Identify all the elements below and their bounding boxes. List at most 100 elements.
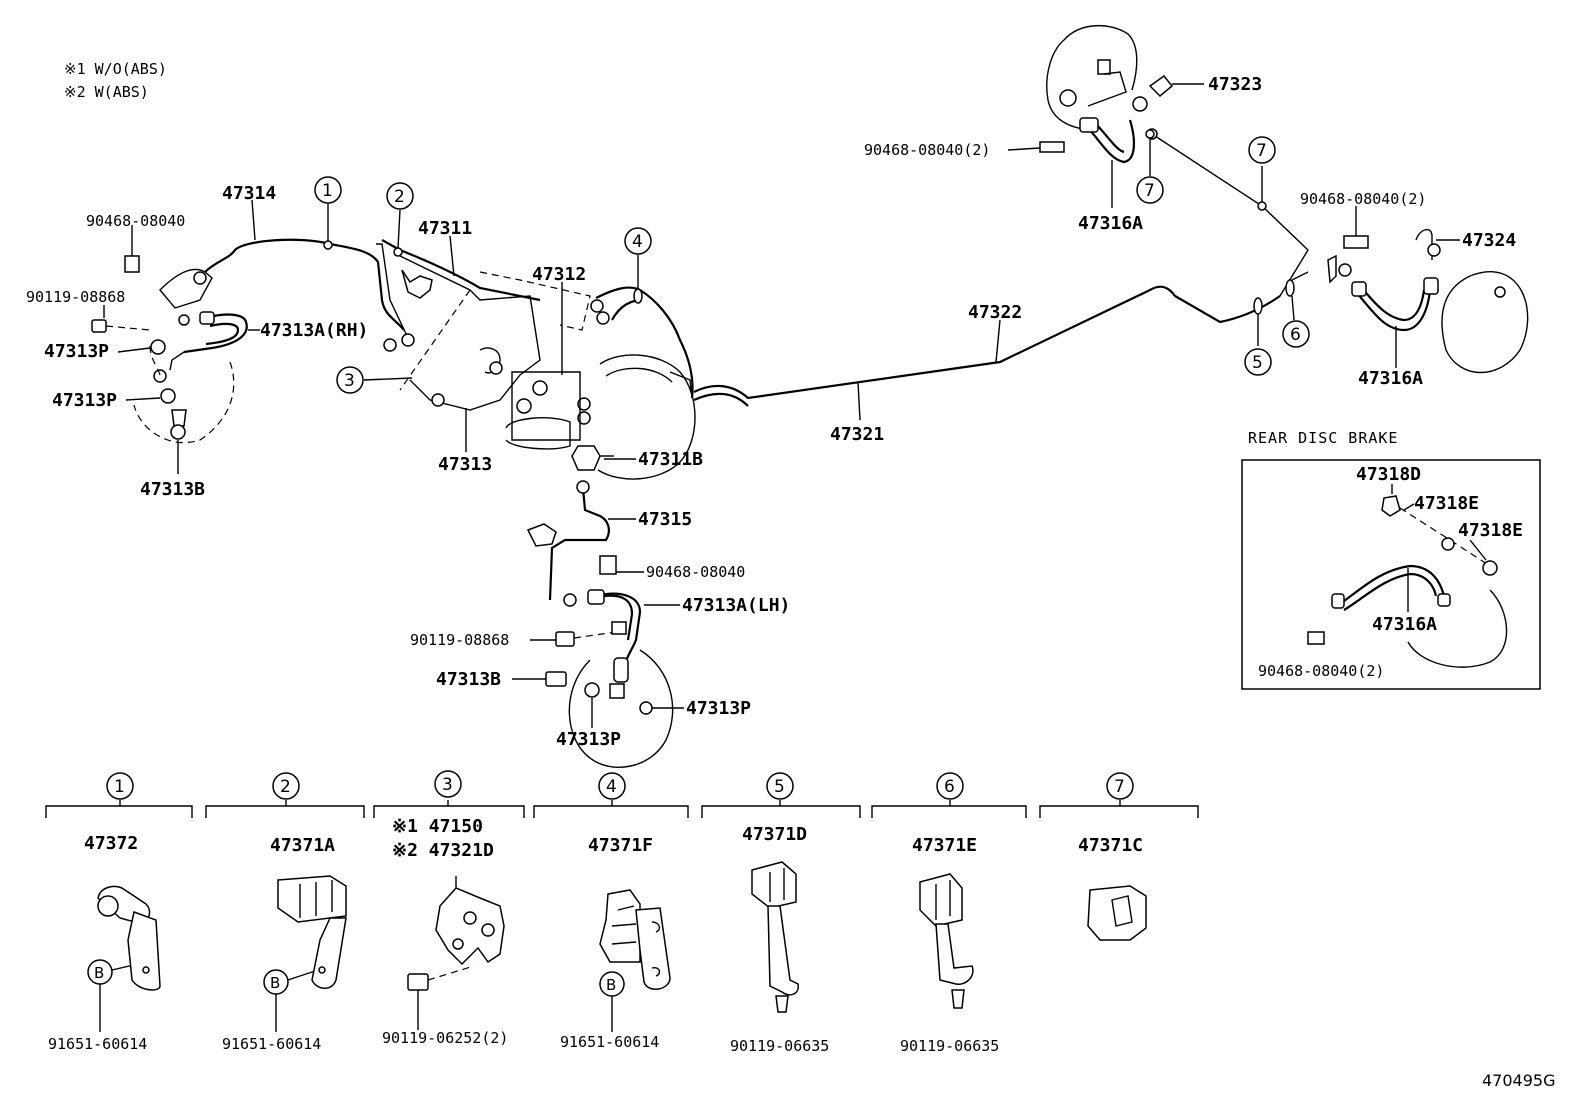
label-47313: 47313 — [438, 454, 492, 475]
lh-side-fittings — [526, 523, 674, 768]
clamp-part-47371f: 47371F — [588, 835, 653, 856]
rear-disc-frame — [1241, 459, 1541, 690]
callout-2: 2 — [394, 187, 405, 207]
callout-4: 4 — [632, 232, 643, 252]
clamp-callout-6: 6 — [944, 777, 955, 797]
clamp-part-47321d: ※2 47321D — [392, 840, 494, 861]
label-47313p-lh-a: 47313P — [686, 698, 751, 719]
label-47311: 47311 — [418, 218, 472, 239]
clamp-callout-7: 7 — [1114, 777, 1125, 797]
clamp-47371a-shape — [277, 875, 347, 923]
label-47313p-rh-b: 47313P — [52, 390, 117, 411]
clamp-47371e-shape — [919, 873, 963, 927]
label-47318e-b: 47318E — [1458, 520, 1523, 541]
label-90119-08868-lh: 90119-08868 — [410, 631, 509, 649]
rear-disc-title: REAR DISC BRAKE — [1248, 429, 1398, 447]
master-cylinder-mount — [376, 243, 591, 411]
label-90468-inset: 90468-08040(2) — [1258, 662, 1384, 680]
note-wo-abs: ※1 W/O(ABS) — [64, 60, 167, 78]
pin-47313p-lh-a — [584, 682, 600, 698]
rear-left-hub — [1039, 24, 1174, 164]
label-47313a-lh: 47313A(LH) — [682, 595, 790, 616]
clamp-callout-2: 2 — [280, 777, 291, 797]
fitting-47311b — [571, 445, 601, 471]
clamp-part-47371c: 47371C — [1078, 835, 1143, 856]
label-47324: 47324 — [1462, 230, 1516, 251]
bolt-90119-rh — [91, 319, 107, 333]
clip-90468-rh — [124, 255, 140, 273]
pin-47313p-rh-a — [150, 339, 166, 355]
part-labels: 47314 47311 47312 90468-08040 90119-0886… — [26, 74, 1516, 750]
label-47315: 47315 — [638, 509, 692, 530]
clamp-47371d-shape — [751, 861, 797, 909]
label-47313b-rh: 47313B — [140, 479, 205, 500]
clip-90468-lh — [599, 555, 617, 575]
label-47314: 47314 — [222, 183, 276, 204]
hose-47313a-rh — [169, 311, 248, 371]
brake-tubes — [204, 133, 1309, 677]
callout-7-a: 7 — [1144, 181, 1155, 201]
label-47316a-inset: 47316A — [1372, 614, 1437, 635]
master-cylinder-fittings — [383, 269, 614, 494]
pin-47313p-lh-b — [639, 701, 653, 715]
rear-right-hub — [1327, 229, 1529, 374]
ref-b-1: B — [94, 964, 104, 982]
label-47312: 47312 — [532, 264, 586, 285]
pin-47313p-rh-b — [160, 388, 176, 404]
clamp-bolt-6: 90119-06635 — [900, 1037, 999, 1055]
clamp-bolt-2: 91651-60614 — [222, 1035, 321, 1053]
clamp-callout-4: 4 — [606, 777, 617, 797]
bolt-90119-lh — [555, 631, 575, 647]
label-47322: 47322 — [968, 302, 1022, 323]
label-47313p-lh-b: 47313P — [556, 729, 621, 750]
rh-knuckle-outline — [133, 361, 235, 444]
clamp-part-47371a: 47371A — [270, 835, 335, 856]
clamp-47371c-shape — [1087, 885, 1147, 941]
rh-side-fittings — [91, 255, 213, 440]
label-47318e-a: 47318E — [1414, 493, 1479, 514]
clamp-part-47150: ※1 47150 — [392, 816, 483, 837]
tube-callout-markers — [323, 129, 1295, 381]
label-47313b-lh: 47313B — [436, 669, 501, 690]
callout-5: 5 — [1252, 353, 1263, 373]
label-47321: 47321 — [830, 424, 884, 445]
ref-b-2: B — [270, 974, 280, 992]
clamp-part-47371d: 47371D — [742, 824, 807, 845]
clamp-bolt-4: 91651-60614 — [560, 1033, 659, 1051]
bolt-47313b-lh — [545, 671, 567, 687]
leader-lines — [103, 83, 1460, 728]
clamp-part-47371e: 47371E — [912, 835, 977, 856]
callout-1: 1 — [322, 181, 333, 201]
label-90468-08040-2-rr: 90468-08040(2) — [1300, 190, 1426, 208]
clip-90468-rr — [1343, 235, 1369, 249]
clamp-callout-5: 5 — [774, 777, 785, 797]
label-47323: 47323 — [1208, 74, 1262, 95]
callout-7-b: 7 — [1256, 141, 1267, 161]
label-90468-08040-2-rl: 90468-08040(2) — [864, 141, 990, 159]
callout-6: 6 — [1290, 325, 1301, 345]
clamp-bolt-1: 91651-60614 — [48, 1035, 147, 1053]
callout-numbers: 1 2 3 4 5 6 7 7 — [314, 136, 1310, 394]
clamp-breakdown-row: 1 2 3 4 5 6 7 47372 47371A ※1 47150 ※2 4… — [45, 770, 1199, 1055]
label-90468-08040-lh: 90468-08040 — [646, 563, 745, 581]
clamp-callout-1: 1 — [114, 777, 125, 797]
rear-disc-brake-inset: REAR DISC BRAKE 47318D 47318E 47318E 473… — [1241, 429, 1541, 690]
clamp-part-47372: 47372 — [84, 833, 138, 854]
ref-b-4: B — [606, 976, 616, 994]
label-90119-08868-rh: 90119-08868 — [26, 288, 125, 306]
bolt-47313b-rh — [170, 424, 186, 440]
clamp-bolt-5: 90119-06635 — [730, 1037, 829, 1055]
brake-booster — [597, 354, 696, 480]
callout-3: 3 — [344, 371, 355, 391]
clamp-47150-shape — [435, 887, 505, 966]
clip-90468-rl — [1039, 141, 1065, 153]
label-47313a-rh: 47313A(RH) — [260, 320, 368, 341]
label-47311b: 47311B — [638, 449, 703, 470]
label-47313p-rh-a: 47313P — [44, 341, 109, 362]
label-47316a-rr: 47316A — [1358, 368, 1423, 389]
clamp-callout-3: 3 — [442, 775, 453, 795]
label-90468-08040-rh: 90468-08040 — [86, 212, 185, 230]
figure-id: 470495G — [1482, 1071, 1555, 1090]
